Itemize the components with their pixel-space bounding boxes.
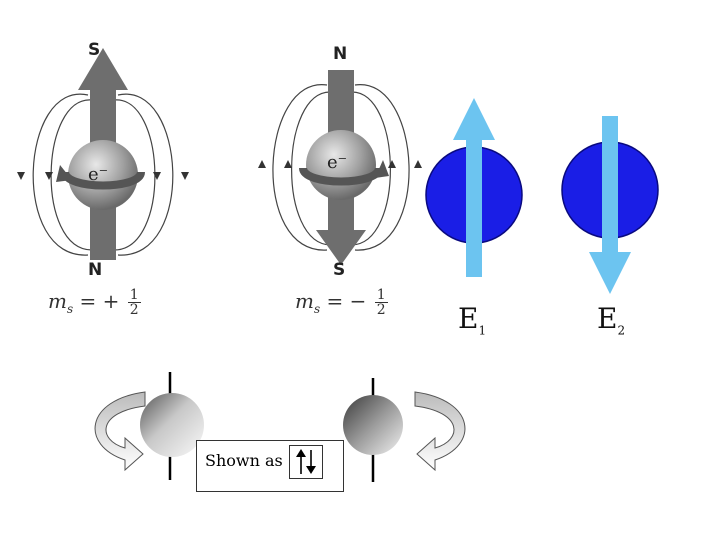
spin-up-top-pole: S xyxy=(88,40,101,60)
energy-states-panel: E1 E2 xyxy=(422,40,702,340)
spin-down-arrow-head xyxy=(316,230,366,265)
e2-arrow-head xyxy=(589,252,631,294)
left-rotation-arrow xyxy=(94,391,146,472)
e1-arrow-head xyxy=(453,98,495,140)
spin-pair-arrows-icon xyxy=(296,449,316,474)
e2-label: E2 xyxy=(597,302,626,338)
spin-up-bottom-pole: N xyxy=(88,260,103,280)
left-spin-sphere xyxy=(140,393,204,457)
spin-down-field-lines: e⁻ xyxy=(258,70,422,265)
right-rotation-arrow xyxy=(414,391,466,472)
spin-pair-symbol: ↑↓ xyxy=(289,445,323,479)
e1-arrow-shaft xyxy=(466,135,482,277)
shown-as-text: Shown as xyxy=(205,451,283,470)
spin-down-top-pole: N xyxy=(333,44,348,64)
spin-down-particle-label: e⁻ xyxy=(327,152,347,173)
e2-arrow-shaft xyxy=(602,116,618,256)
energy-states-graphic xyxy=(425,98,659,294)
rotation-diagram xyxy=(85,370,475,490)
e1-label: E1 xyxy=(458,302,487,338)
shown-as-legend: Shown as ↑↓ xyxy=(196,440,344,492)
spin-up-arrow-head xyxy=(78,48,128,90)
rotation-graphic xyxy=(94,372,466,482)
spin-up-particle-label: e⁻ xyxy=(88,164,108,185)
right-spin-sphere xyxy=(343,395,403,455)
spin-down-bottom-pole: S xyxy=(333,260,346,280)
spin-up-field-lines: e⁻ xyxy=(17,48,189,260)
